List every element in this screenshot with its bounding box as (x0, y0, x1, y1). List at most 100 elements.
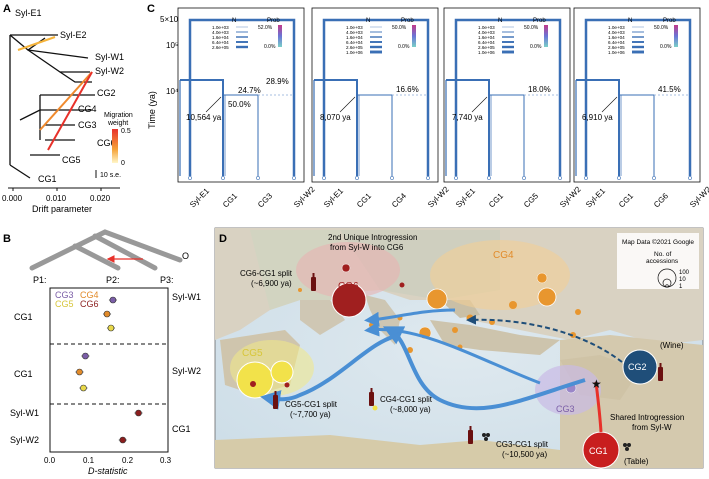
taxon-label: Syl-E2 (60, 30, 87, 40)
group-label: CG5 (242, 348, 263, 359)
prob-colorbar (544, 25, 548, 47)
taxon-label: Syl-W2 (558, 184, 583, 209)
annotation: (~8,000 ya) (390, 405, 431, 414)
y-tick: 5×10⁵ (160, 15, 181, 24)
population-branch (314, 79, 358, 176)
pop-label: P3: (160, 275, 174, 285)
population-branch (446, 79, 490, 176)
accessions-title: No. of (654, 251, 672, 258)
d-stat-point (119, 436, 127, 444)
x-tick: 0.1 (83, 456, 95, 465)
size-legend-value: 1 (679, 284, 683, 290)
prob-colorbar (412, 25, 416, 47)
x-tick: 0.000 (2, 194, 23, 203)
d-stat-point (103, 310, 111, 318)
group-label: CG6 (338, 281, 359, 292)
prob-top: 50.0% (392, 25, 407, 31)
migration-edge (39, 71, 93, 131)
panel-b: B P1: P2: P3: O CG3 CG4 CG5 CG6 CG1 Syl-… (3, 229, 201, 476)
phylogenetic-tree (9, 34, 95, 179)
prob-colorbar (278, 25, 282, 47)
taxon-label: Syl-E1 (584, 186, 607, 209)
d-stat-point (107, 324, 115, 332)
tip-marker (390, 176, 394, 180)
taxon-label: Syl-E1 (322, 186, 345, 209)
split-pointer (339, 96, 356, 113)
annotation: from Syl-W (632, 423, 672, 432)
annotation: CG4-CG1 split (380, 395, 433, 404)
legend-max: 0.5 (121, 128, 131, 135)
taxon-label: CG1 (355, 191, 373, 209)
legend-prob-title: Prob (533, 18, 546, 24)
row-p3-label: Syl-W2 (172, 366, 201, 376)
panel-a-letter: A (3, 3, 11, 15)
pop-label: O (182, 251, 189, 261)
legend-n-value: 1.0e+03 (212, 25, 229, 30)
x-tick: 0.2 (122, 456, 134, 465)
tip-marker (652, 176, 656, 180)
legend-n-value: 1.0e+03 (608, 25, 625, 30)
d-stat-point (135, 409, 142, 417)
split-time-label: 6,910 ya (582, 113, 613, 122)
d-stat-point (80, 384, 87, 392)
annotation: (~7,700 ya) (290, 410, 331, 419)
x-tick: 0.010 (46, 194, 67, 203)
taxon-label: CG1 (617, 191, 635, 209)
legend-cg5: CG5 (55, 299, 74, 309)
wine-bottle-icon (468, 426, 473, 444)
legend-n-value: 4.0e+03 (478, 30, 495, 35)
panel-a: A Syl-E1 Syl-E2 Syl-W1 Syl-W2 CG2 CG4 (2, 3, 133, 214)
legend-cg3: CG3 (55, 290, 74, 300)
d-stat-point (109, 296, 117, 304)
taxon-label: CG1 (38, 174, 57, 184)
legend-n-value: 1.0e+06 (478, 50, 495, 55)
annotation: (Table) (624, 457, 649, 466)
tip-marker (355, 176, 359, 180)
introgression-star-icon: ★ (591, 377, 602, 391)
annotation: CG3-CG1 split (496, 440, 549, 449)
legend-n-value: 4.0e+03 (608, 30, 625, 35)
tip-marker (487, 176, 491, 180)
annotation: 2nd Unique Introgression (328, 233, 417, 242)
taxon-label: CG3 (78, 120, 97, 130)
row-p1-label: CG1 (14, 369, 33, 379)
row-p1-label: CG1 (14, 312, 33, 322)
d-stat-point (76, 368, 83, 376)
taxon-label: Syl-W1 (95, 52, 124, 62)
cg2-migration-arrow (466, 314, 623, 363)
taxon-label: CG4 (390, 191, 408, 209)
taxon-label: CG6 (97, 138, 116, 148)
group-label: CG2 (628, 362, 647, 372)
legend-n-value: 6.4e+04 (212, 40, 229, 45)
d-stat-plot-frame (49, 287, 169, 453)
taxon-label: CG1 (487, 191, 505, 209)
legend-n-value: 1.6e+04 (608, 35, 625, 40)
legend-prob-title: Prob (267, 18, 280, 24)
legend-n-value: 6.4e+04 (346, 40, 363, 45)
split-time-label: 7,740 ya (452, 113, 483, 122)
taxon-label: CG6 (652, 191, 670, 209)
row-p3-label: Syl-W1 (172, 292, 201, 302)
taxon-label: CG5 (62, 155, 81, 165)
ancestral-branch (188, 18, 296, 176)
accession-circles (236, 263, 658, 469)
legend-n-value: 1.6e+04 (478, 35, 495, 40)
tip-marker (454, 176, 458, 180)
y-tick: 10⁵ (166, 41, 178, 50)
tip-marker (584, 176, 588, 180)
split-pointer (471, 96, 488, 113)
legend-n-value: 4.0e+03 (346, 30, 363, 35)
x-axis-label: Drift parameter (32, 204, 92, 214)
legend-n-title: N (498, 18, 502, 24)
legend-min: 0 (121, 160, 125, 167)
migration-weight-colorbar (112, 129, 118, 163)
split-time-label: 8,070 ya (320, 113, 351, 122)
d-stat-schematic (29, 229, 183, 271)
taxon-label: Syl-E1 (454, 186, 477, 209)
annotation: CG5-CG1 split (285, 400, 338, 409)
legend-n-value: 2.6e+05 (478, 45, 495, 50)
legend-n-value: 1.0e+06 (346, 50, 363, 55)
d-stat-point (82, 352, 89, 360)
annotation: (~10,500 ya) (502, 450, 547, 459)
